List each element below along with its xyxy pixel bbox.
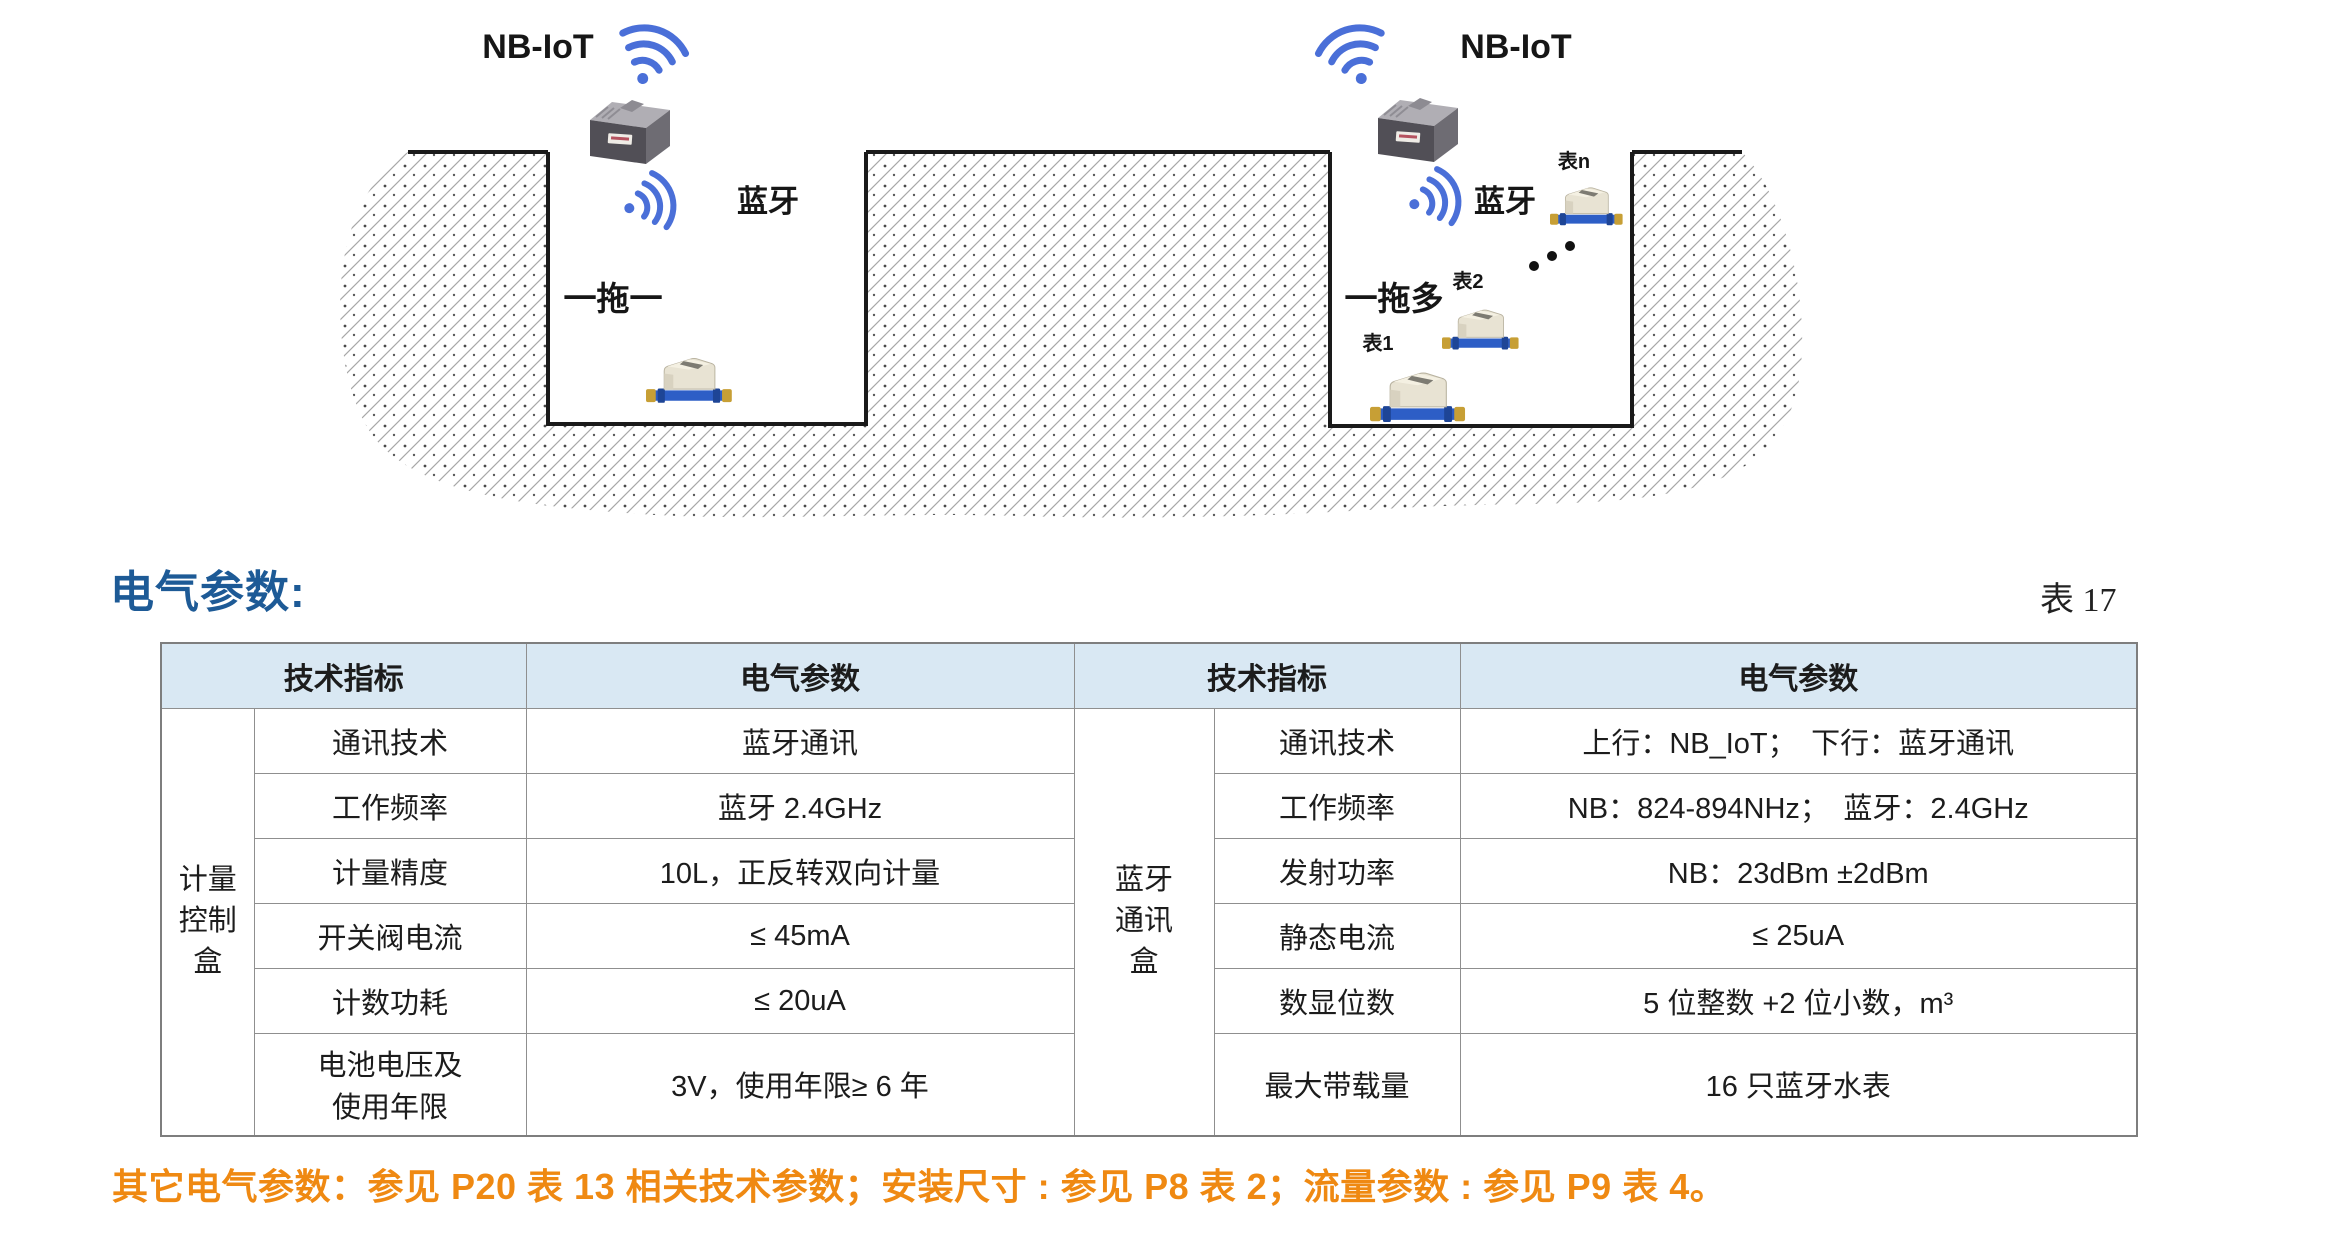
other-params-footnote: 其它电气参数：参见 P20 表 13 相关技术参数；安装尺寸 : 参见 P8 表… <box>112 1166 1727 1207</box>
water-meter-icon <box>1549 187 1624 226</box>
water-meter-icon <box>1441 309 1519 350</box>
indicator-cell: 通讯技术 <box>1213 708 1461 774</box>
wifi-icon <box>610 20 690 94</box>
nbiot-label-left: NB-IoT <box>482 28 594 66</box>
indicator-cell: 电池电压及 使用年限 <box>253 1033 527 1136</box>
bluetooth-waves-icon <box>617 170 679 237</box>
header-left-params: 电气参数 <box>525 642 1075 709</box>
section-title: 电气参数: <box>110 568 306 617</box>
wifi-icon <box>1314 20 1394 94</box>
value-cell: 蓝牙 2.4GHz <box>525 773 1075 839</box>
value-cell: 3V，使用年限≥ 6 年 <box>525 1033 1075 1136</box>
value-cell: 16 只蓝牙水表 <box>1459 1033 2138 1136</box>
group-label-bluetooth-box: 蓝牙 通讯 盒 <box>1073 708 1215 1136</box>
indicator-cell: 工作频率 <box>253 773 527 839</box>
value-cell: 5 位整数 +2 位小数，m³ <box>1459 968 2138 1034</box>
header-right-indicator: 技术指标 <box>1073 642 1461 709</box>
indicator-cell: 数显位数 <box>1213 968 1461 1034</box>
mode-label-one-to-many: 一拖多 <box>1345 280 1444 317</box>
ellipsis-dots <box>1529 241 1575 271</box>
nb-device-icon <box>1377 97 1459 163</box>
value-cell: NB：824-894NHz； 蓝牙：2.4GHz <box>1459 773 2138 839</box>
value-cell: ≤ 20uA <box>525 968 1075 1034</box>
value-cell: ≤ 45mA <box>525 903 1075 969</box>
value-cell: 蓝牙通讯 <box>525 708 1075 774</box>
header-right-params: 电气参数 <box>1459 642 2138 709</box>
indicator-cell: 计数功耗 <box>253 968 527 1034</box>
water-meter-icon <box>1369 372 1466 423</box>
value-cell: ≤ 25uA <box>1459 903 2138 969</box>
table-number-ref: 表 17 <box>2040 582 2117 619</box>
water-meter-icon <box>645 358 733 404</box>
table-header-row: 技术指标 电气参数 技术指标 电气参数 <box>160 642 2138 709</box>
mode-label-one-to-one: 一拖一 <box>564 280 663 317</box>
value-cell: 上行：NB_IoT； 下行：蓝牙通讯 <box>1459 708 2138 774</box>
indicator-cell: 开关阀电流 <box>253 903 527 969</box>
nbiot-label-right: NB-IoT <box>1460 28 1572 66</box>
table-row: 计数功耗 ≤ 20uA 数显位数 5 位整数 +2 位小数，m³ <box>161 968 2138 1034</box>
meter-tag-2: 表2 <box>1452 269 1483 293</box>
indicator-cell: 发射功率 <box>1213 838 1461 904</box>
table-row: 电池电压及 使用年限 3V，使用年限≥ 6 年 最大带载量 16 只蓝牙水表 <box>161 1033 2138 1136</box>
nb-device-icon <box>589 99 671 165</box>
installation-diagram: NB-IoT 蓝牙 一拖一 NB-IoT 蓝牙 表n 一拖多 表2 表1 <box>340 0 1803 518</box>
indicator-cell: 最大带载量 <box>1213 1033 1461 1136</box>
table-row: 计量 控制 盒 通讯技术 蓝牙通讯 蓝牙 通讯 盒 通讯技术 上行：NB_IoT… <box>160 708 2138 1136</box>
bluetooth-label-right: 蓝牙 <box>1474 184 1536 219</box>
bluetooth-label-left: 蓝牙 <box>737 184 799 219</box>
meter-tag-n: 表n <box>1558 149 1590 173</box>
group-label-metering-box: 计量 控制 盒 <box>160 708 255 1136</box>
meter-tag-1: 表1 <box>1362 331 1393 355</box>
value-cell: NB：23dBm ±2dBm <box>1459 838 2138 904</box>
indicator-cell: 工作频率 <box>1213 773 1461 839</box>
value-cell: 10L，正反转双向计量 <box>525 838 1075 904</box>
table-row: 工作频率 蓝牙 2.4GHz 工作频率 NB：824-894NHz； 蓝牙：2.… <box>161 773 2138 839</box>
header-left-indicator: 技术指标 <box>160 642 527 709</box>
indicator-cell: 静态电流 <box>1213 903 1461 969</box>
electrical-params-table: 技术指标 电气参数 技术指标 电气参数 计量 控制 盒 通讯技术 蓝牙通讯 蓝牙… <box>160 642 2138 1137</box>
indicator-cell: 计量精度 <box>253 838 527 904</box>
pit-outline <box>408 150 1742 428</box>
bluetooth-waves-icon <box>1402 166 1464 233</box>
indicator-cell: 通讯技术 <box>253 708 527 774</box>
